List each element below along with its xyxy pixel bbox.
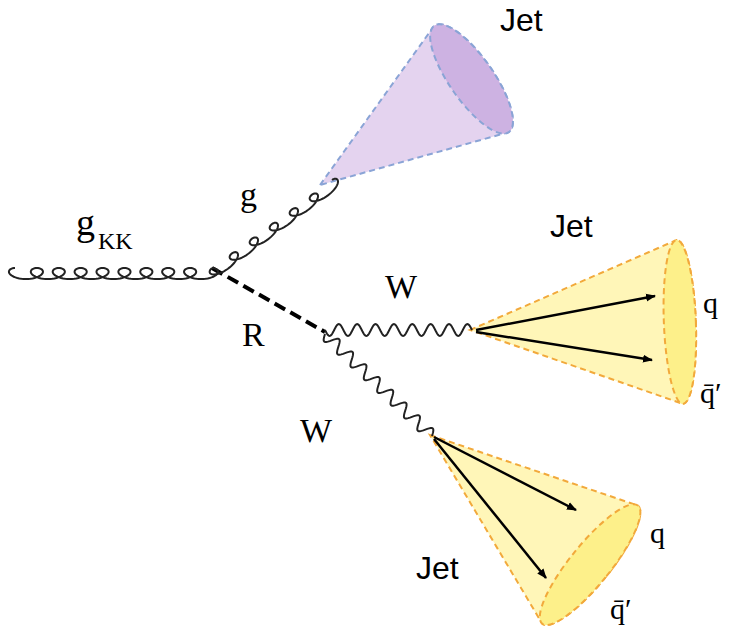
jet-label: Jet xyxy=(550,210,593,242)
subscript-label: KK xyxy=(98,229,133,253)
quark-label: q̄′ xyxy=(610,594,632,624)
gluon-jet-cone xyxy=(283,13,527,238)
particle-label: R xyxy=(242,318,265,352)
jet-label: Jet xyxy=(416,552,459,584)
scalar-propagator xyxy=(212,268,325,332)
w-jet-cone xyxy=(382,376,653,636)
quark-arrow xyxy=(434,437,576,510)
gluon-line xyxy=(210,179,338,275)
gluon-line xyxy=(9,268,218,279)
quark-arrow xyxy=(476,332,652,360)
quark-label: q xyxy=(703,288,718,318)
w-jet-cone xyxy=(467,239,699,412)
w-boson-line xyxy=(325,324,472,336)
quark-label: q̄′ xyxy=(700,378,722,408)
quark-label: q xyxy=(650,518,665,548)
particle-label: W xyxy=(385,270,417,304)
quark-arrow xyxy=(476,296,655,330)
particle-label: g xyxy=(240,178,257,212)
w-boson-line xyxy=(324,334,434,436)
jet-label: Jet xyxy=(500,4,543,36)
particle-label: W xyxy=(300,414,332,448)
particle-label: g xyxy=(76,203,95,241)
